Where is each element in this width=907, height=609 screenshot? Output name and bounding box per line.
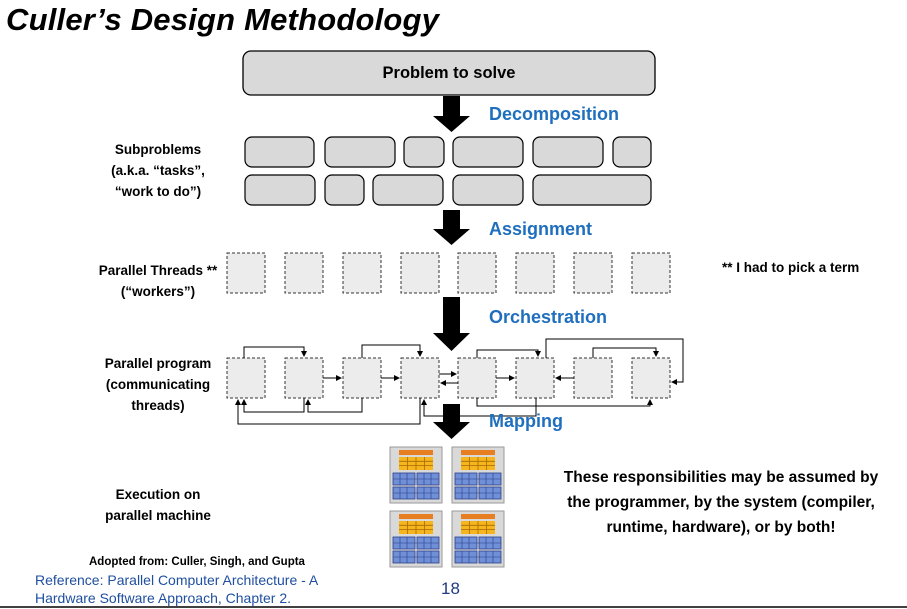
threads-line: (“workers”) [120, 284, 196, 299]
processor-chip-icon [389, 446, 443, 504]
subproblem-box [403, 136, 445, 168]
subproblems-label: Subproblems (a.k.a. “tasks”, “work to do… [78, 139, 238, 202]
subproblem-box [452, 136, 524, 168]
term-note: ** I had to pick a term [722, 260, 860, 275]
thread-box [573, 252, 613, 294]
program-threads [226, 357, 671, 399]
subproblem-box [452, 174, 524, 206]
responsibilities-text: These responsibilities may be assumed by… [562, 465, 880, 540]
program-label: Parallel program (communicating threads) [78, 353, 238, 416]
thread-box [400, 252, 440, 294]
thread-box [457, 252, 497, 294]
execution-line: Execution on [115, 487, 201, 502]
subproblem-box [244, 174, 316, 206]
thread-box [631, 252, 671, 294]
processor-chip-icon [451, 510, 505, 568]
threads-label: Parallel Threads ** (“workers”) [78, 260, 238, 302]
step-assignment: Assignment [489, 219, 593, 239]
reference-line: Hardware Software Approach, Chapter 2. [35, 590, 292, 606]
thread-box [342, 252, 382, 294]
program-line: (communicating [105, 377, 211, 392]
subproblem-box [532, 136, 604, 168]
program-thread-box [573, 357, 613, 399]
program-line: threads) [131, 398, 185, 413]
problem-label: Problem to solve [382, 64, 516, 82]
subproblems-line: “work to do”) [114, 184, 202, 199]
subproblem-box [244, 136, 315, 168]
arrow-decomposition-icon [433, 96, 470, 132]
step-mapping: Mapping [489, 411, 563, 431]
thread-box [515, 252, 555, 294]
slide-title: Culler’s Design Methodology [6, 2, 440, 37]
program-thread-box [226, 357, 266, 399]
reference-text: Reference: Parallel Computer Architectur… [35, 571, 318, 607]
execution-line: parallel machine [105, 508, 211, 523]
program-thread-box [631, 357, 671, 399]
step-decomposition: Decomposition [489, 104, 620, 124]
adopted-credit: Adopted from: Culler, Singh, and Gupta [89, 556, 305, 568]
responsibilities-line: the programmer, by the system (compiler, [567, 494, 875, 511]
arrow-orchestration-icon [433, 297, 470, 351]
arrow-assignment-icon [433, 210, 470, 245]
program-line: Parallel program [104, 356, 212, 371]
processor-chip-icon [451, 446, 505, 504]
program-thread-box [342, 357, 382, 399]
subproblem-box [532, 174, 652, 206]
problem-box [242, 50, 656, 96]
responsibilities-line: These responsibilities may be assumed by [563, 469, 879, 486]
thread-boxes [226, 252, 671, 294]
program-thread-box [457, 357, 497, 399]
subproblems-line: Subproblems [114, 142, 202, 157]
execution-label: Execution on parallel machine [78, 484, 238, 526]
threads-line: Parallel Threads ** [98, 263, 218, 278]
program-thread-box [284, 357, 324, 399]
program-thread-box [515, 357, 555, 399]
thread-box [284, 252, 324, 294]
reference-line: Reference: Parallel Computer Architectur… [35, 572, 319, 588]
arrow-mapping-icon [433, 404, 470, 439]
subproblem-box [612, 136, 652, 168]
thread-box [226, 252, 266, 294]
subproblems-line: (a.k.a. “tasks”, [111, 163, 205, 178]
step-orchestration: Orchestration [489, 307, 608, 327]
responsibilities-line: runtime, hardware), or by both! [606, 519, 836, 536]
program-thread-box [400, 357, 440, 399]
processor-chip-icon [389, 510, 443, 568]
subproblem-box [372, 174, 444, 206]
page-number: 18 [441, 579, 460, 598]
communication-arrows [235, 338, 684, 425]
subproblem-box [324, 174, 365, 206]
subproblem-box [324, 136, 396, 168]
